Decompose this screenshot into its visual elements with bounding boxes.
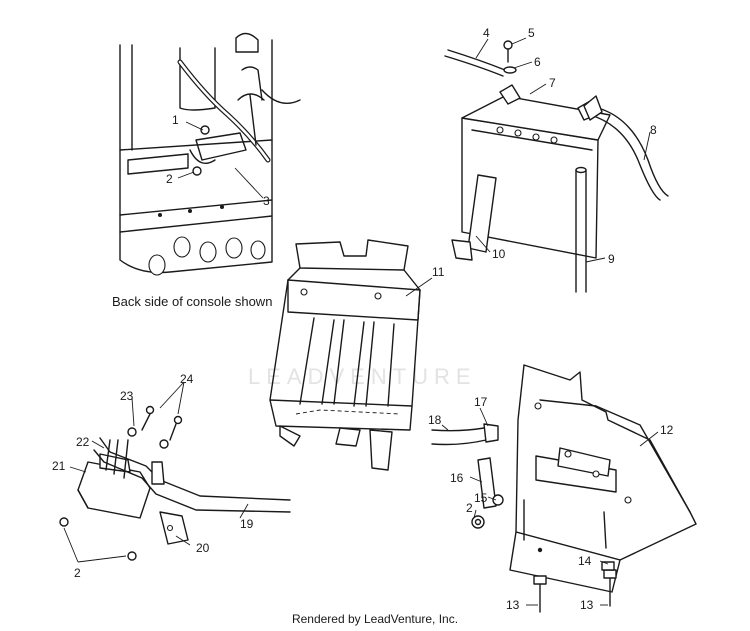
wiring-assembly (59, 405, 291, 561)
callout-18: 18 (428, 413, 442, 427)
callout-22: 22 (76, 435, 90, 449)
callout-15: 15 (474, 491, 488, 505)
battery-assembly (444, 40, 669, 293)
callout-4: 4 (483, 26, 490, 40)
watermark: LEADVENTURE (248, 364, 477, 389)
leader-lines (63, 37, 659, 606)
callout-7: 7 (549, 76, 556, 90)
callout-2-wiring: 2 (74, 566, 81, 580)
callout-2-bracket: 2 (466, 501, 473, 515)
footer-credit: Rendered by LeadVenture, Inc. (291, 612, 459, 626)
callout-13-left: 13 (506, 598, 520, 612)
callout-11: 11 (432, 265, 445, 279)
console-caption: Back side of console shown (112, 294, 273, 309)
callout-numbers: 1 2 3 4 5 6 7 8 9 10 11 12 13 13 14 15 1… (52, 26, 674, 612)
callout-19: 19 (240, 517, 254, 531)
callout-2-console: 2 (166, 172, 173, 186)
callout-6: 6 (534, 55, 541, 69)
callout-5: 5 (528, 26, 535, 40)
callout-14: 14 (578, 554, 592, 568)
callout-20: 20 (196, 541, 210, 555)
callout-10: 10 (492, 247, 506, 261)
callout-3: 3 (263, 194, 270, 208)
callout-24: 24 (180, 372, 194, 386)
console-assembly (119, 32, 301, 276)
battery-holder (269, 239, 421, 471)
callout-17: 17 (474, 395, 488, 409)
callout-8: 8 (650, 123, 657, 137)
callout-12: 12 (660, 423, 674, 437)
callout-13-right: 13 (580, 598, 594, 612)
battery-bracket (431, 364, 697, 613)
callout-16: 16 (450, 471, 464, 485)
callout-9: 9 (608, 252, 615, 266)
callout-21: 21 (52, 459, 66, 473)
callout-23: 23 (120, 389, 134, 403)
callout-1: 1 (172, 113, 179, 127)
